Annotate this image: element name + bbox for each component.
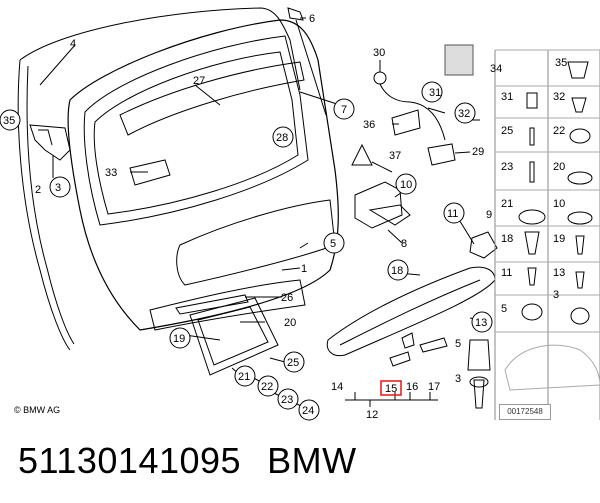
- callout-33: 33: [105, 167, 117, 179]
- callout-18: 18: [391, 265, 403, 277]
- callout-1: 1: [301, 263, 307, 275]
- callout-31-top: 31: [429, 87, 441, 99]
- callout-25: 25: [287, 357, 299, 369]
- callout-10: 10: [400, 179, 412, 191]
- fastener-3: 3: [553, 289, 559, 301]
- callout-28: 28: [276, 132, 288, 144]
- fastener-cap-5: 5: [455, 338, 461, 350]
- callout-8: 8: [401, 238, 407, 250]
- fastener-10: 10: [553, 198, 565, 210]
- brand-name: BMW: [267, 440, 357, 481]
- fastener-13: 13: [553, 267, 565, 279]
- fastener-25: 25: [501, 125, 513, 137]
- callout-20: 20: [284, 317, 296, 329]
- fastener-22: 22: [553, 125, 565, 137]
- fastener-pin-3: 3: [455, 373, 461, 385]
- part-number: 51130141095: [18, 440, 242, 481]
- callout-4: 4: [70, 38, 76, 50]
- callout-6: 6: [309, 13, 315, 25]
- callout-21: 21: [238, 371, 250, 383]
- highlight-box-15: [380, 380, 402, 396]
- callout-24: 24: [302, 405, 314, 417]
- fastener-18: 18: [501, 233, 513, 245]
- callout-7: 7: [341, 104, 347, 116]
- callout-15: 15: [385, 383, 397, 395]
- callout-34: 34: [490, 63, 502, 75]
- drawing-reference: 00172548: [499, 404, 551, 420]
- parts-diagram: 4 6 30 34 27 35 28 7 31 36 32 37 29 33 2…: [0, 7, 600, 421]
- callout-22: 22: [261, 381, 273, 393]
- callout-circles: [0, 81, 493, 421]
- callout-5: 5: [330, 238, 336, 250]
- fastener-5: 5: [501, 303, 507, 315]
- fastener-21: 21: [501, 198, 513, 210]
- fastener-31: 31: [501, 91, 513, 103]
- fastener-23: 23: [501, 161, 513, 173]
- fastener-19: 19: [553, 233, 565, 245]
- callout-13: 13: [475, 317, 487, 329]
- callout-29: 29: [472, 146, 484, 158]
- callout-35: 35: [3, 115, 15, 127]
- fastener-20: 20: [553, 161, 565, 173]
- callout-12: 12: [366, 409, 378, 421]
- callout-23: 23: [281, 394, 293, 406]
- callout-26: 26: [281, 292, 293, 304]
- callout-2: 2: [35, 184, 41, 196]
- fastener-35: 35: [555, 57, 567, 69]
- tailgate-seal: [17, 7, 301, 351]
- callout-11: 11: [447, 208, 458, 220]
- tailgate-panel: [67, 19, 339, 331]
- callout-30: 30: [373, 47, 385, 59]
- fastener-11: 11: [501, 267, 512, 279]
- callout-3: 3: [55, 182, 61, 194]
- callout-32: 32: [458, 108, 470, 120]
- copyright-text: © BMW AG: [14, 405, 61, 415]
- callout-9: 9: [486, 209, 492, 221]
- callout-36: 36: [363, 119, 375, 131]
- callout-27: 27: [193, 75, 205, 87]
- callout-14: 14: [331, 381, 343, 393]
- callout-16: 16: [406, 381, 418, 393]
- callout-17: 17: [428, 381, 440, 393]
- callout-37: 37: [389, 150, 401, 162]
- caption: 51130141095 BMW: [18, 440, 357, 482]
- callout-19: 19: [173, 333, 185, 345]
- fastener-32: 32: [553, 91, 565, 103]
